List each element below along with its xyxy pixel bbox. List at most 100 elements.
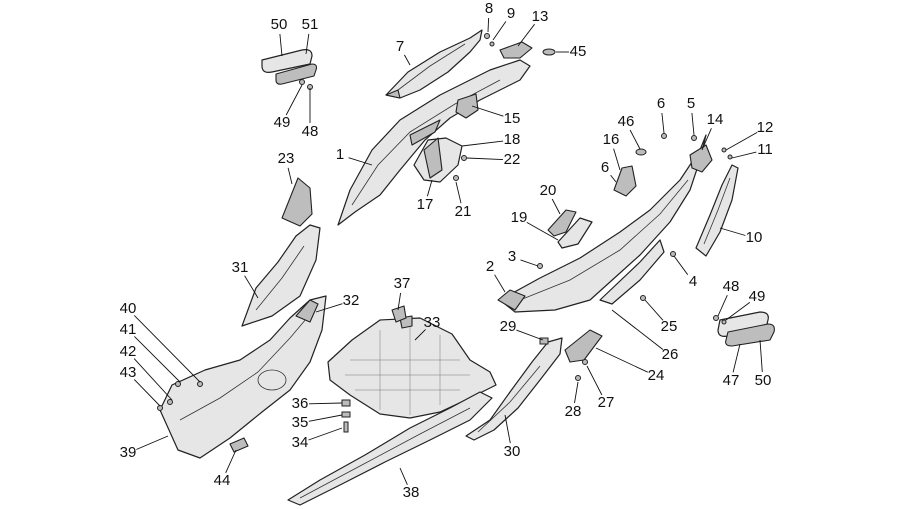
callout-labels: 1 2 3 4 5 6 6 7 8 9 10 11 12 13 14 15 16…: [120, 0, 774, 501]
leader-line: [308, 402, 343, 405]
leader-line: [471, 105, 504, 117]
leader-line: [414, 329, 426, 341]
part-39-floor-side-panel: [159, 295, 327, 459]
callout-label-3: 3: [508, 248, 516, 265]
callout-label-41: 41: [120, 321, 137, 338]
callout-label-14: 14: [707, 111, 724, 128]
callout-label-35: 35: [292, 414, 309, 431]
leader-line: [136, 435, 169, 450]
leader-line: [308, 427, 343, 441]
part-16-bracket: [613, 165, 637, 197]
leader-line: [494, 274, 506, 293]
leader-line: [732, 343, 741, 373]
callout-label-26: 26: [662, 346, 679, 363]
callout-label-6a: 6: [657, 95, 665, 112]
callout-label-43: 43: [120, 364, 137, 381]
callout-label-48b: 48: [723, 278, 740, 295]
callout-label-29: 29: [500, 318, 517, 335]
callout-label-36: 36: [292, 395, 309, 412]
callout-label-17: 17: [417, 196, 434, 213]
callout-label-46: 46: [618, 113, 635, 130]
leader-line: [133, 358, 173, 401]
part-22-screw: [461, 155, 467, 161]
callout-label-16: 16: [603, 131, 620, 148]
leader-line: [516, 329, 544, 341]
leader-line: [285, 84, 303, 116]
callout-label-9: 9: [507, 5, 515, 22]
leader-line: [520, 259, 539, 267]
part-13-bracket: [484, 33, 533, 59]
callout-label-32: 32: [343, 292, 360, 309]
part-19-20-brackets: [547, 209, 593, 249]
leader-line: [673, 255, 689, 275]
part-12-clip: [721, 147, 727, 153]
callout-label-33: 33: [424, 314, 441, 331]
callout-label-2: 2: [486, 258, 494, 275]
part-15-bracket: [455, 93, 479, 119]
part-1-left-side-panel: [337, 59, 531, 226]
leader-line: [308, 414, 343, 422]
callout-label-5: 5: [687, 95, 695, 112]
body-panel-parts: [157, 29, 775, 506]
leader-line: [517, 23, 535, 47]
callout-label-22: 22: [504, 151, 521, 168]
callout-label-47: 47: [723, 372, 740, 389]
leader-line: [574, 381, 579, 404]
part-37-bracket: [391, 305, 407, 323]
leader-line: [719, 227, 746, 236]
part-45-grommet: [542, 48, 556, 56]
leader-line: [426, 179, 433, 197]
leader-line: [348, 157, 373, 166]
leader-line: [759, 339, 763, 373]
callout-label-50b: 50: [755, 372, 772, 389]
leader-line: [492, 21, 507, 41]
callout-label-18: 18: [504, 131, 521, 148]
leader-line: [701, 128, 712, 151]
callout-label-27: 27: [598, 394, 615, 411]
part-50-51-badge: [261, 49, 318, 90]
callout-label-49a: 49: [274, 114, 291, 131]
part-23-panel: [281, 177, 313, 227]
callout-label-12: 12: [757, 119, 774, 136]
leader-line: [731, 151, 757, 159]
leader-line: [461, 140, 504, 147]
leader-line: [466, 157, 504, 161]
callout-label-28: 28: [565, 403, 582, 420]
callout-label-19: 19: [511, 209, 528, 226]
leader-line: [629, 129, 641, 150]
callout-label-48a: 48: [302, 123, 319, 140]
part-46-grommet: [635, 148, 647, 156]
part-7-top-cover: [385, 29, 483, 99]
leader-line: [487, 17, 490, 33]
part-11-clip: [727, 154, 733, 160]
leader-line: [691, 112, 695, 136]
leader-line: [717, 295, 728, 317]
callout-label-7: 7: [396, 38, 404, 55]
leader-line: [404, 54, 411, 66]
leader-line: [279, 33, 283, 57]
callout-label-44: 44: [214, 472, 231, 489]
part-47-50-badge: [713, 311, 775, 347]
callout-label-45: 45: [570, 43, 587, 60]
callout-label-20: 20: [540, 182, 557, 199]
leader-line: [397, 292, 402, 311]
leader-line: [399, 467, 408, 485]
callout-label-21: 21: [455, 203, 472, 220]
leader-line: [134, 336, 181, 383]
leader-line: [610, 174, 617, 183]
part-31-leg-panel: [241, 224, 321, 327]
part-3-screw: [537, 263, 543, 269]
callout-label-49b: 49: [749, 288, 766, 305]
part-14-cap: [689, 144, 713, 173]
callout-label-15: 15: [504, 110, 521, 127]
callout-label-6b: 6: [601, 159, 609, 176]
part-27-screw: [582, 359, 588, 365]
callout-label-13: 13: [532, 8, 549, 25]
callout-label-25: 25: [661, 318, 678, 335]
callout-label-10: 10: [746, 229, 763, 246]
callout-label-34: 34: [292, 434, 309, 451]
part-21-screw: [453, 175, 459, 181]
part-17-inner-cover: [413, 137, 463, 183]
callout-label-23: 23: [278, 150, 295, 167]
callout-label-39: 39: [120, 444, 137, 461]
